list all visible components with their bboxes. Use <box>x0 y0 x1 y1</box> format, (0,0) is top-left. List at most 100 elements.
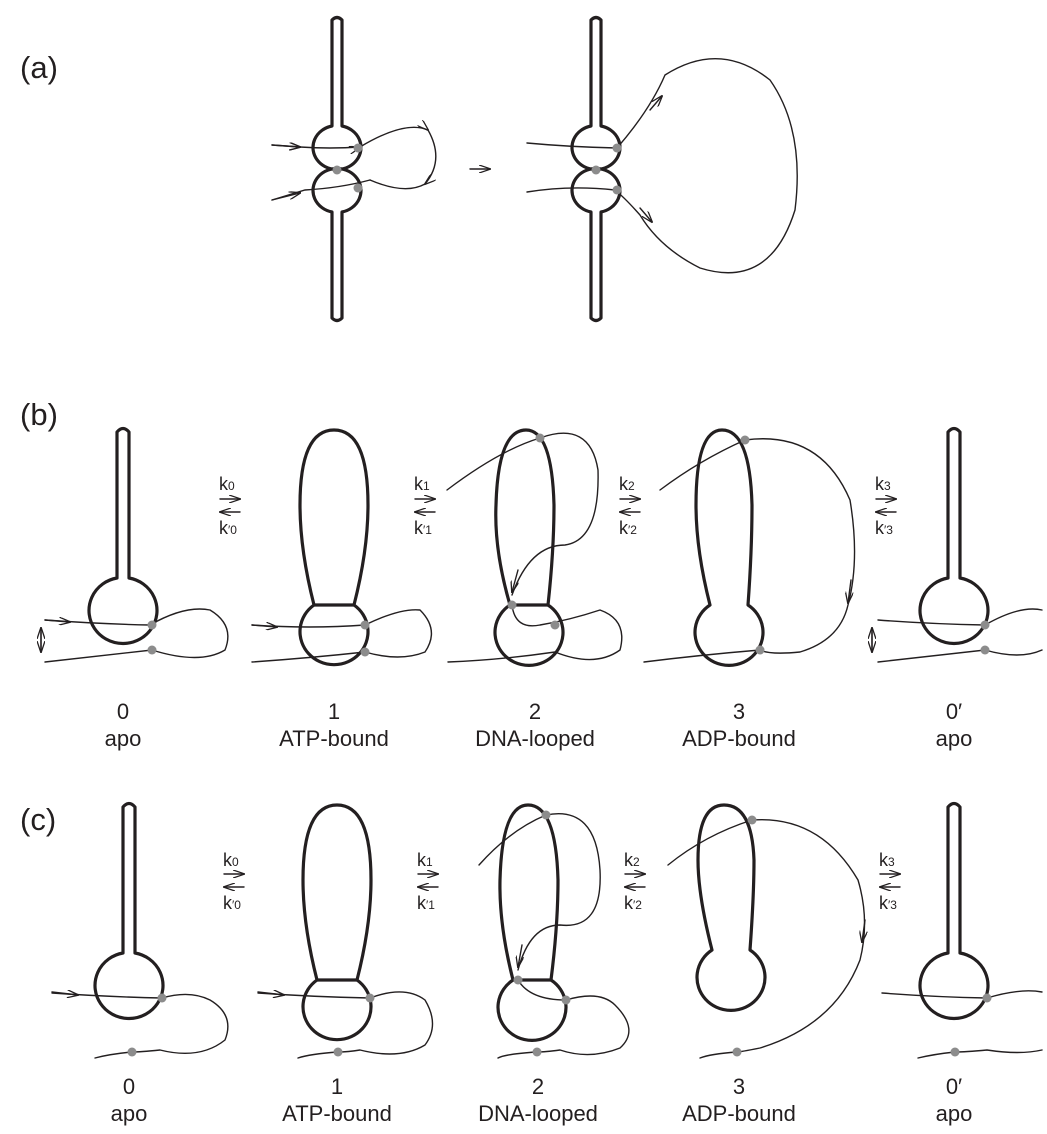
panel-a-complex-before <box>271 15 437 323</box>
rate-reverse-label: k′1 <box>414 518 432 538</box>
rate-forward-label: k1 <box>417 850 433 870</box>
state-number: 2 <box>532 1074 544 1099</box>
state-3-complex <box>667 803 865 1059</box>
state-2-complex <box>478 803 630 1059</box>
state-1-complex <box>257 803 434 1059</box>
binding-site <box>353 143 363 153</box>
binding-site <box>332 165 342 175</box>
rate-forward-label: k1 <box>414 474 430 494</box>
loop-direction-arrow <box>639 207 652 222</box>
state-number: 0′ <box>946 1074 962 1099</box>
smc-rod-ring <box>87 426 159 646</box>
state-name: apo <box>936 1101 973 1126</box>
state-name: ADP-bound <box>682 1101 796 1126</box>
smc-rod-ring <box>918 801 990 1021</box>
state-name: ATP-bound <box>279 726 389 751</box>
smc-open-ring <box>695 803 767 1012</box>
rate-labels: k0 k′0 k1 k′1 k2 k′2 k3 k′3 <box>219 474 893 538</box>
rate-reverse-label: k′0 <box>219 518 237 538</box>
dna-strand-lower <box>271 179 371 201</box>
dna-strand <box>257 991 434 1059</box>
state-2-complex <box>446 428 623 667</box>
smc-rod-ring <box>93 801 165 1021</box>
binding-site <box>333 1047 343 1057</box>
state-name: apo <box>936 726 973 751</box>
state-labels: 0 apo 1 ATP-bound 2 DNA-looped 3 ADP-bou… <box>105 699 973 751</box>
panel-b: (b) <box>20 397 1043 751</box>
smc-ring-lower <box>570 166 622 323</box>
rate-arrows <box>220 499 896 512</box>
binding-site <box>982 993 992 1003</box>
smc-rod-ring <box>918 426 990 646</box>
dna-strand <box>877 608 1043 626</box>
binding-site <box>513 975 523 985</box>
binding-site <box>541 810 551 820</box>
dna-strand <box>51 992 229 1059</box>
rate-reverse-label: k′1 <box>417 893 435 913</box>
binding-site <box>507 600 517 610</box>
smc-open-ring <box>693 428 765 667</box>
rate-reverse-label: k′2 <box>624 893 642 913</box>
dna-loop-lower <box>447 604 623 663</box>
rate-reverse-label: k′2 <box>619 518 637 538</box>
rate-reverse-label: k′3 <box>875 518 893 538</box>
state-3-complex <box>643 428 856 667</box>
binding-site <box>550 620 560 630</box>
state-name: ATP-bound <box>282 1101 392 1126</box>
dna-strand <box>881 990 1043 999</box>
rate-arrows <box>224 874 900 887</box>
state-number: 0 <box>117 699 129 724</box>
binding-site <box>980 620 990 630</box>
state-number: 2 <box>529 699 541 724</box>
panel-a-label: (a) <box>20 50 58 85</box>
binding-site <box>532 1047 542 1057</box>
loop-direction-arrow <box>848 579 851 603</box>
binding-site <box>612 143 622 153</box>
state-name: apo <box>105 726 142 751</box>
binding-site <box>147 620 157 630</box>
loop-direction-arrow <box>649 96 662 111</box>
dna-entry-arrow-lower <box>271 193 300 201</box>
binding-site <box>732 1047 742 1057</box>
binding-site <box>980 645 990 655</box>
loop-direction-arrow <box>862 919 865 942</box>
binding-site <box>157 993 167 1003</box>
smc-open-ring <box>301 803 373 1042</box>
rate-forward-label: k3 <box>879 850 895 870</box>
binding-site <box>365 993 375 1003</box>
rate-forward-label: k0 <box>219 474 235 494</box>
dna-entry-arrow <box>44 620 70 622</box>
binding-site <box>147 645 157 655</box>
state-1-complex <box>251 428 433 667</box>
smc-open-ring <box>496 803 568 1042</box>
rate-labels: k0 k′0 k1 k′1 k2 k′2 k3 k′3 <box>223 850 897 913</box>
dna-entry-arrow <box>257 992 284 995</box>
state-number: 0 <box>123 1074 135 1099</box>
dna-strand-upper <box>271 127 437 190</box>
state-name: ADP-bound <box>682 726 796 751</box>
panel-c: (c) <box>20 801 1043 1126</box>
binding-site <box>740 435 750 445</box>
loop-direction-arrow <box>518 944 522 967</box>
dna-strand <box>251 609 433 663</box>
panel-c-label: (c) <box>20 802 56 837</box>
binding-site <box>747 815 757 825</box>
rate-forward-label: k0 <box>223 850 239 870</box>
smc-ring-upper <box>570 15 622 172</box>
dna-entry-arrow-upper <box>271 145 300 147</box>
binding-site <box>561 995 571 1005</box>
smc-open-ring <box>298 428 370 667</box>
binding-site <box>360 620 370 630</box>
state-name: DNA-looped <box>478 1101 598 1126</box>
binding-site <box>950 1047 960 1057</box>
state-0-complex <box>51 801 229 1059</box>
state-name: apo <box>111 1101 148 1126</box>
smc-open-ring <box>493 428 565 667</box>
binding-site <box>535 433 545 443</box>
loop-direction-arrow <box>512 569 518 592</box>
panel-a: (a) <box>20 15 798 323</box>
rate-forward-label: k2 <box>624 850 640 870</box>
state-number: 3 <box>733 1074 745 1099</box>
dna-loop-upper <box>478 813 601 971</box>
